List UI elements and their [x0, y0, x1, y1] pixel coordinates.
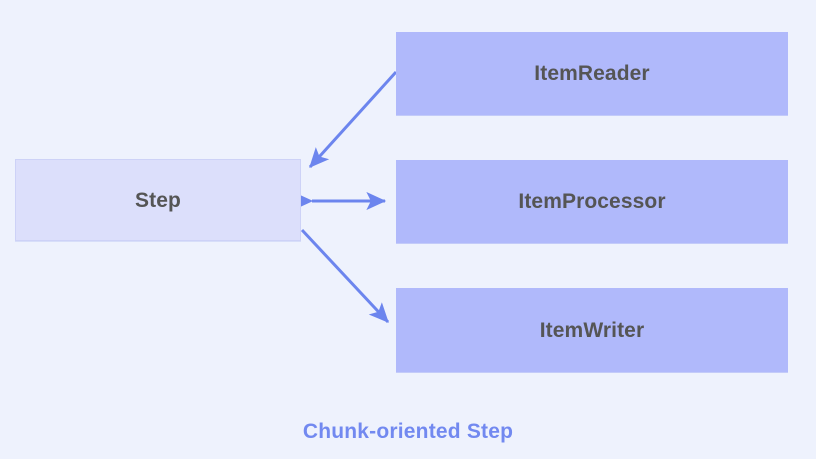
node-itemprocessor-label: ItemProcessor — [518, 190, 666, 213]
node-itemprocessor[interactable]: ItemProcessor — [396, 160, 788, 243]
node-step-label: Step — [135, 188, 181, 212]
connector-itemreader-to-step — [308, 70, 398, 169]
diagram-caption: Chunk-oriented Step — [302, 420, 514, 443]
node-itemwriter[interactable]: ItemWriter — [396, 288, 788, 372]
connector-step-to-itemwriter — [300, 228, 390, 324]
node-itemreader[interactable]: ItemReader — [396, 32, 788, 115]
node-step[interactable]: Step — [15, 159, 301, 241]
node-itemwriter-label: ItemWriter — [539, 318, 645, 342]
node-itemreader-label: ItemReader — [534, 62, 650, 85]
